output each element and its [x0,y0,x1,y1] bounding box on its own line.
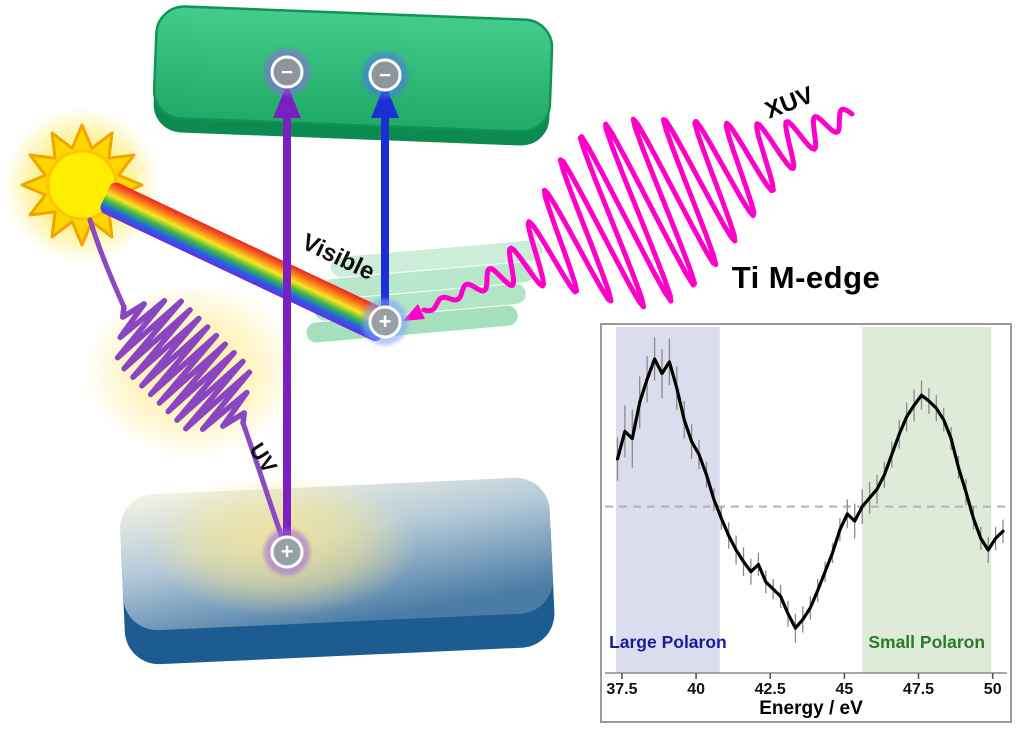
rainbow-beam [100,182,391,342]
uv-ray-upper [87,217,127,310]
x-tick-label: 47.5 [903,681,934,698]
arrow-head [371,84,399,118]
hole-body [368,305,402,339]
electron-glow [362,52,408,98]
electron-glow [264,49,310,95]
spectrum-curve [615,357,1005,630]
region-label: Small Polaron [868,632,985,652]
x-tick-label: 42.5 [755,681,786,698]
x-tick-label: 40 [687,681,705,698]
chart-band-small-polaron [862,327,992,673]
hole-glow [264,529,310,575]
x-tick-label: 45 [836,681,854,698]
xuv-label: XUV [761,82,817,125]
conduction-band-slab [152,5,554,146]
electron-body [270,55,304,89]
x-tick-label: 50 [984,681,1002,698]
electron-transfer-arrow-visible [371,84,399,327]
sun-icon [4,107,160,263]
region-label: Large Polaron [609,632,727,652]
electron-circle-right: − [362,52,408,98]
hole-circle-sample: + [362,299,408,345]
electron-symbol: − [281,61,293,84]
hole-symbol: + [281,539,294,564]
xuv-wave [421,106,855,314]
electron-circle-left: − [264,49,310,95]
electron-symbol: − [379,64,391,87]
visible-light-beam [100,182,391,342]
x-axis-label: Energy / eV [759,698,863,719]
hole-symbol: + [379,309,392,334]
chart-band-large-polaron [616,327,720,673]
electron-transfer-arrow-uv [273,84,301,552]
xuv-arrowhead [403,304,425,321]
hole-body [270,535,304,569]
hole-glow [362,299,408,345]
conduction-band-top [152,5,554,133]
arrow-head [273,84,301,118]
x-tick-label: 37.5 [606,681,637,698]
hole-circle-substrate: + [264,529,310,575]
uv-wave-packet [114,298,253,432]
chart-title: Ti M-edge [731,260,881,295]
sample-layer [322,262,534,299]
electron-body [368,58,402,92]
